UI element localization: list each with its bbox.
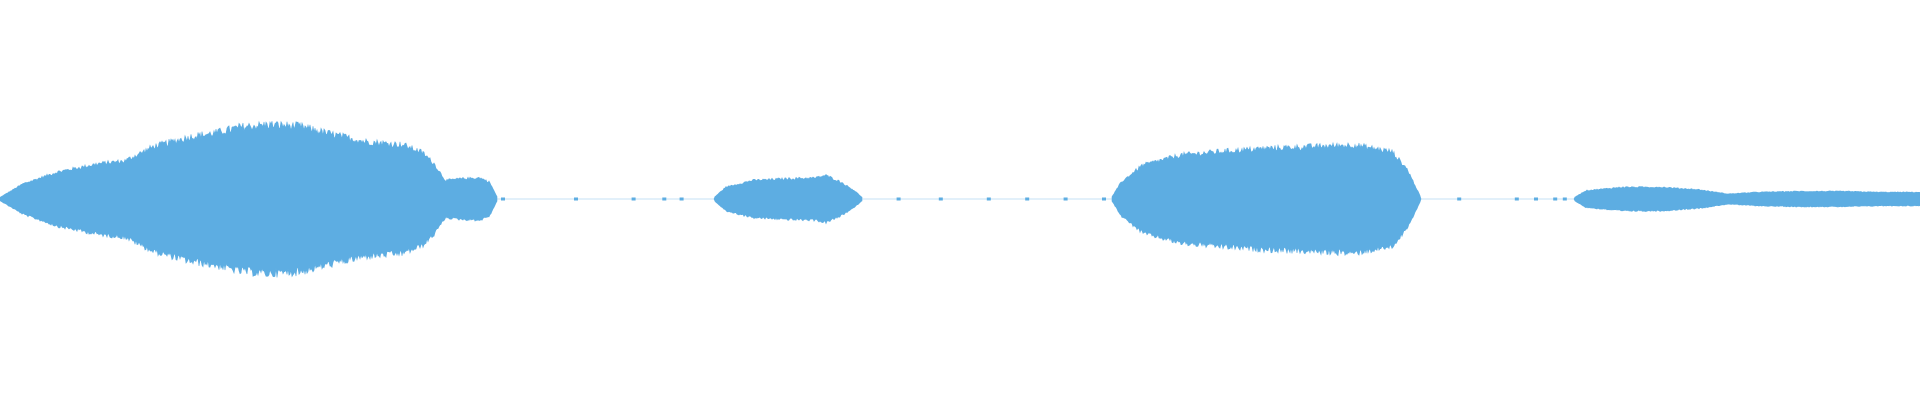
waveform-blip	[896, 197, 901, 201]
waveform-blip	[1025, 197, 1030, 201]
waveform-blip	[631, 197, 636, 201]
waveform-segment-3	[1111, 141, 1422, 257]
waveform-blip	[1553, 197, 1558, 201]
waveform-blip	[1534, 197, 1538, 201]
waveform-blip	[679, 197, 684, 201]
waveform-blip	[1102, 197, 1106, 201]
waveform-blip	[986, 197, 991, 201]
waveform-blip	[1063, 197, 1068, 201]
waveform-blip	[1514, 197, 1519, 201]
waveform-blip	[574, 197, 578, 201]
waveform-blip	[501, 197, 505, 201]
waveform-blip	[938, 197, 943, 201]
waveform-segment-4	[1573, 186, 1920, 213]
waveform-blip	[1562, 197, 1567, 201]
waveform-segments	[0, 120, 1920, 278]
waveform-segment-2	[713, 173, 863, 225]
waveform-blip	[662, 197, 667, 201]
waveform-segment-1	[0, 120, 498, 278]
waveform-blip	[1457, 197, 1462, 201]
